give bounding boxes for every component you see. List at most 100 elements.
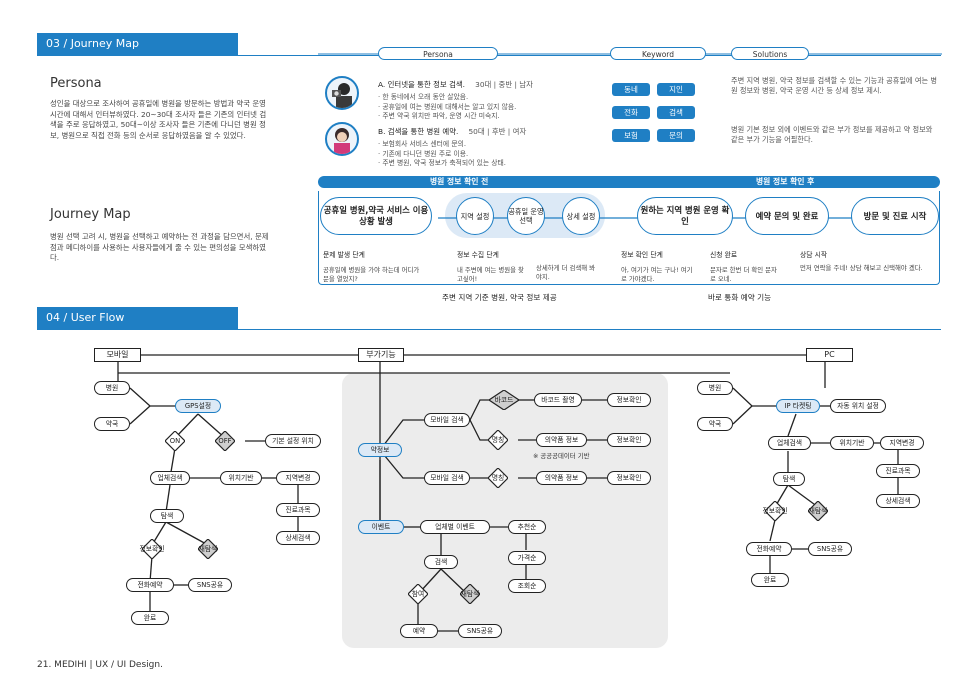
persona-column-head: Persona — [378, 47, 498, 60]
keyword-tag: 검색 — [657, 106, 695, 119]
flow-node-highlight: IP 타켓팅 — [776, 399, 820, 413]
keyword-tag: 지인 — [657, 83, 695, 96]
keyword-tag: 보험 — [612, 129, 650, 142]
persona-a-line: · 주변 약국 위치만 파악, 운영 시간 미숙지. — [378, 112, 500, 121]
flow-node: 지역변경 — [276, 471, 320, 485]
flow-node: 전화예약 — [746, 542, 792, 556]
flow-node: SNS공유 — [188, 578, 232, 592]
persona-a-avatar — [325, 76, 359, 110]
keyword-tag: 전화 — [612, 106, 650, 119]
flow-node-highlight: 이벤트 — [358, 520, 404, 534]
flow-node: 모바일 검색 — [424, 413, 470, 427]
journey-step-text: 문자로 한번 더 확인 문자로 오네. — [710, 266, 777, 283]
journey-step-box: 공휴일 병원,약국 서비스 이용 상황 발생 — [320, 197, 432, 235]
keyword-tag: 문의 — [657, 129, 695, 142]
persona-b-avatar — [325, 122, 359, 156]
flow-decision: 명칭 — [478, 467, 518, 489]
flow-node: 정보확인 — [607, 471, 651, 485]
flow-decision-shaded: OFF — [205, 430, 245, 452]
persona-a-card: A. 인터넷을 통한 정보 검색. 30대 | 중반 | 남자 · 한 동네에서… — [378, 72, 598, 122]
persona-b-line: · 기존에 다니던 병원 주로 이용. — [378, 149, 469, 158]
persona-a-line: · 공휴일에 여는 병원에 대해서는 알고 있지 않음. — [378, 102, 517, 111]
flow-node: 전화예약 — [126, 578, 174, 592]
keyword-tag: 동네 — [612, 83, 650, 96]
persona-b-title: B. 검색을 통한 병원 예약. — [378, 127, 459, 136]
journey-step-text: 내 주변에 여는 병원을 찾고싶어! — [457, 266, 524, 283]
journey-title: Journey Map — [50, 207, 131, 222]
stage-after-label: 병원 정보 확인 후 — [756, 177, 815, 186]
flow-node: 병원 — [697, 381, 733, 395]
flow-node-highlight: 약정보 — [358, 443, 402, 457]
flow-node: 가격순 — [508, 551, 546, 565]
flow-node: 예약 — [400, 624, 438, 638]
flow-node: 정보확인 — [607, 433, 651, 447]
flow-decision-shaded: 재탐색 — [188, 538, 228, 560]
flow-node: 추천순 — [508, 520, 546, 534]
journey-stage-bar — [318, 176, 940, 188]
flow-decision-shaded: 재탐색 — [798, 500, 838, 522]
section-journey-map-header: 03 / Journey Map — [37, 33, 238, 55]
journey-step-head: 문제 발생 단계 — [323, 251, 365, 259]
flow-node: 약국 — [94, 417, 130, 431]
section-divider — [37, 329, 941, 330]
section-user-flow-header: 04 / User Flow — [37, 307, 238, 329]
persona-b-meta: 50대 | 후반 | 여자 — [468, 127, 527, 136]
journey-circle: 상세 설정 — [562, 197, 600, 235]
public-data-note: ※ 공공공데이터 기반 — [533, 452, 590, 460]
persona-a-meta: 30대 | 중반 | 남자 — [475, 80, 533, 89]
persona-b-line: · 보험회사 서비스 센터에 문의. — [378, 140, 467, 148]
flow-node: 진료과목 — [276, 503, 320, 517]
flow-decision-shaded: 바코드 — [478, 389, 530, 411]
journey-circle: 공휴일 운영 선택 — [507, 197, 545, 235]
flow-extra-root: 부가기능 — [358, 348, 404, 362]
journey-footer-note: 바로 통화 예약 기능 — [708, 293, 772, 302]
flow-node: 업체검색 — [150, 471, 190, 485]
journey-footer-note: 주변 지역 기준 병원, 약국 정보 제공 — [442, 293, 557, 302]
keyword-column-head: Keyword — [610, 47, 706, 60]
flow-node: 정보확인 — [607, 393, 651, 407]
flow-decision: 참여 — [398, 583, 438, 605]
persona-b-line: · 주변 병원, 약국 정보가 축적되어 있는 상태. — [378, 159, 506, 168]
solution-text: 병원 기본 정보 외에 이벤트와 같은 부가 정보를 제공하고 약 정보와 같은… — [731, 125, 933, 144]
persona-description: 성인을 대상으로 조사하여 공휴일에 병원을 방문하는 방법과 약국 운영시간에… — [50, 99, 267, 140]
journey-step-head: 상담 시작 — [800, 251, 828, 259]
journey-step-head: 신청 완료 — [710, 251, 738, 259]
flow-node: 병원 — [94, 381, 130, 395]
flow-node: 자동 위치 설정 — [830, 399, 886, 413]
stage-before-label: 병원 정보 확인 전 — [430, 177, 489, 186]
persona-title: Persona — [50, 76, 102, 91]
flow-decision: 정보확인 — [132, 538, 172, 560]
flow-decision: 정보확인 — [755, 500, 795, 522]
journey-map-band — [318, 191, 940, 285]
flow-node-highlight: GPS설정 — [175, 399, 221, 413]
flow-node: SNS공유 — [458, 624, 502, 638]
journey-description: 병원 선택 고려 시, 병원을 선택하고 예약하는 전 과정을 담으면서, 문제… — [50, 232, 269, 262]
solution-text: 주변 지역 병원, 약국 정보를 검색할 수 있는 기능과 공휴일에 여는 병원… — [731, 76, 937, 95]
extra-features-panel — [342, 373, 668, 648]
flow-node: 약국 — [697, 417, 733, 431]
flow-node: 기본 설정 위치 — [265, 434, 321, 448]
flow-node: 의약품 정보 — [536, 433, 587, 447]
journey-step-text: 먼저 연락을 주네! 상담 해보고 신택해야 겠다. — [800, 264, 923, 272]
journey-step-head: 정보 수집 단계 — [457, 251, 499, 259]
flow-node: 바코드 촬영 — [534, 393, 582, 407]
flow-node: 조회순 — [508, 579, 546, 593]
persona-a-line: · 한 동네에서 오래 동안 살았음. — [378, 93, 469, 101]
flow-node: 완료 — [751, 573, 789, 587]
journey-step-box: 예약 문의 및 완료 — [745, 197, 829, 235]
journey-step-box: 방문 및 진료 시작 — [851, 197, 939, 235]
flow-node: 탐색 — [773, 472, 805, 486]
flow-node: 지역변경 — [880, 436, 924, 450]
flow-node: 모바일 검색 — [424, 471, 470, 485]
page-footer: 21. MEDIHI | UX / UI Design. — [37, 660, 163, 670]
flow-node: 탐색 — [150, 509, 184, 523]
column-head-line — [318, 53, 942, 55]
flow-decision-shaded: 재탐색 — [450, 583, 490, 605]
journey-circle: 지역 설정 — [456, 197, 494, 235]
persona-a-title: A. 인터넷을 통한 정보 검색. — [378, 80, 466, 89]
flow-decision: ON — [155, 430, 195, 452]
flow-node: 업체별 이벤트 — [420, 520, 490, 534]
flow-node: 상세검색 — [876, 494, 920, 508]
flow-node: 진료과목 — [876, 464, 920, 478]
flow-node: 위치기반 — [830, 436, 874, 450]
